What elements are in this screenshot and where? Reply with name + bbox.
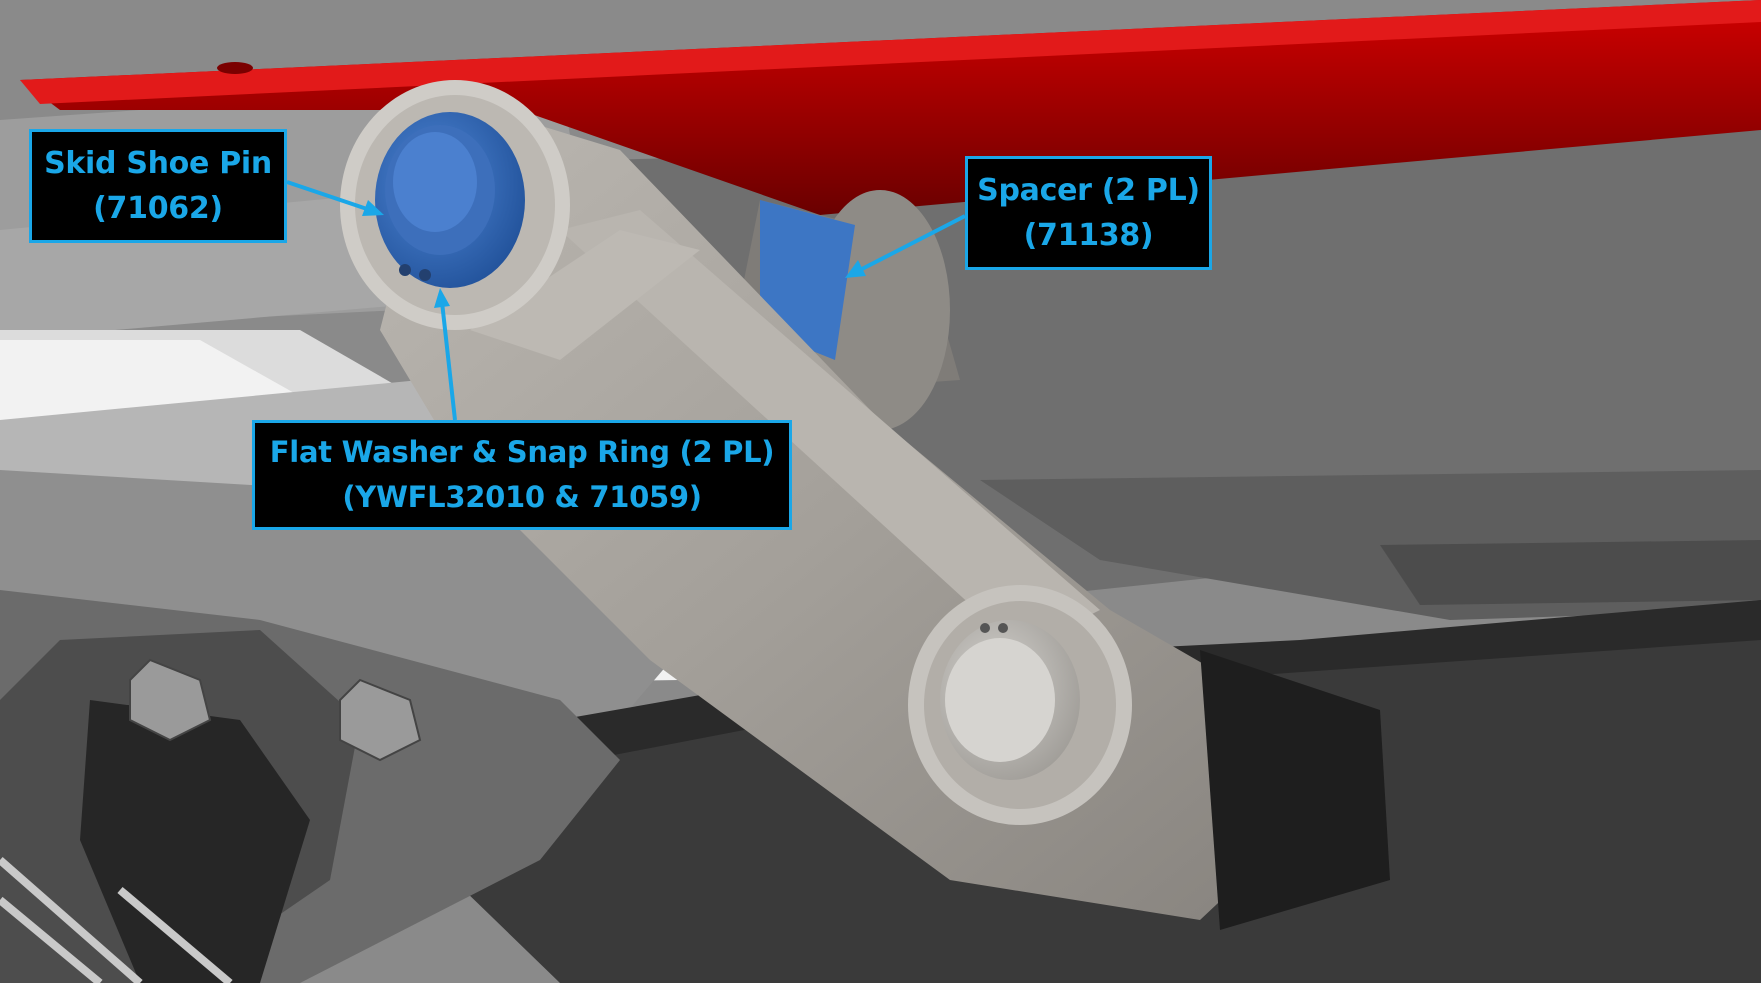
callout-skid-shoe-pin-title: Skid Shoe Pin	[44, 146, 272, 181]
callout-spacer: Spacer (2 PL) (71138)	[965, 156, 1212, 270]
lower-pin-boss	[908, 585, 1132, 825]
callout-spacer-partno: (71138)	[1023, 218, 1154, 253]
callout-skid-shoe-pin: Skid Shoe Pin (71062)	[29, 129, 287, 243]
red-frame-beam	[20, 0, 1761, 215]
callout-flat-washer-snap-ring: Flat Washer & Snap Ring (2 PL) (YWFL3201…	[252, 420, 792, 530]
leader-spacer	[859, 214, 966, 272]
leader-skid-shoe-pin	[286, 180, 371, 212]
leader-washer-ring	[440, 301, 457, 421]
mount-bracket	[0, 590, 620, 983]
arrowhead-skid-shoe-pin	[362, 200, 384, 216]
arrowhead-washer-ring	[434, 288, 450, 308]
callout-washer-partno: (YWFL32010 & 71059)	[342, 480, 702, 514]
arrowhead-spacer	[845, 260, 866, 278]
callout-washer-title: Flat Washer & Snap Ring (2 PL)	[269, 435, 775, 469]
upper-pin-boss	[340, 80, 570, 330]
callout-spacer-title: Spacer (2 PL)	[977, 173, 1200, 208]
callout-skid-shoe-pin-partno: (71062)	[93, 191, 223, 226]
leader-lines	[286, 180, 966, 421]
